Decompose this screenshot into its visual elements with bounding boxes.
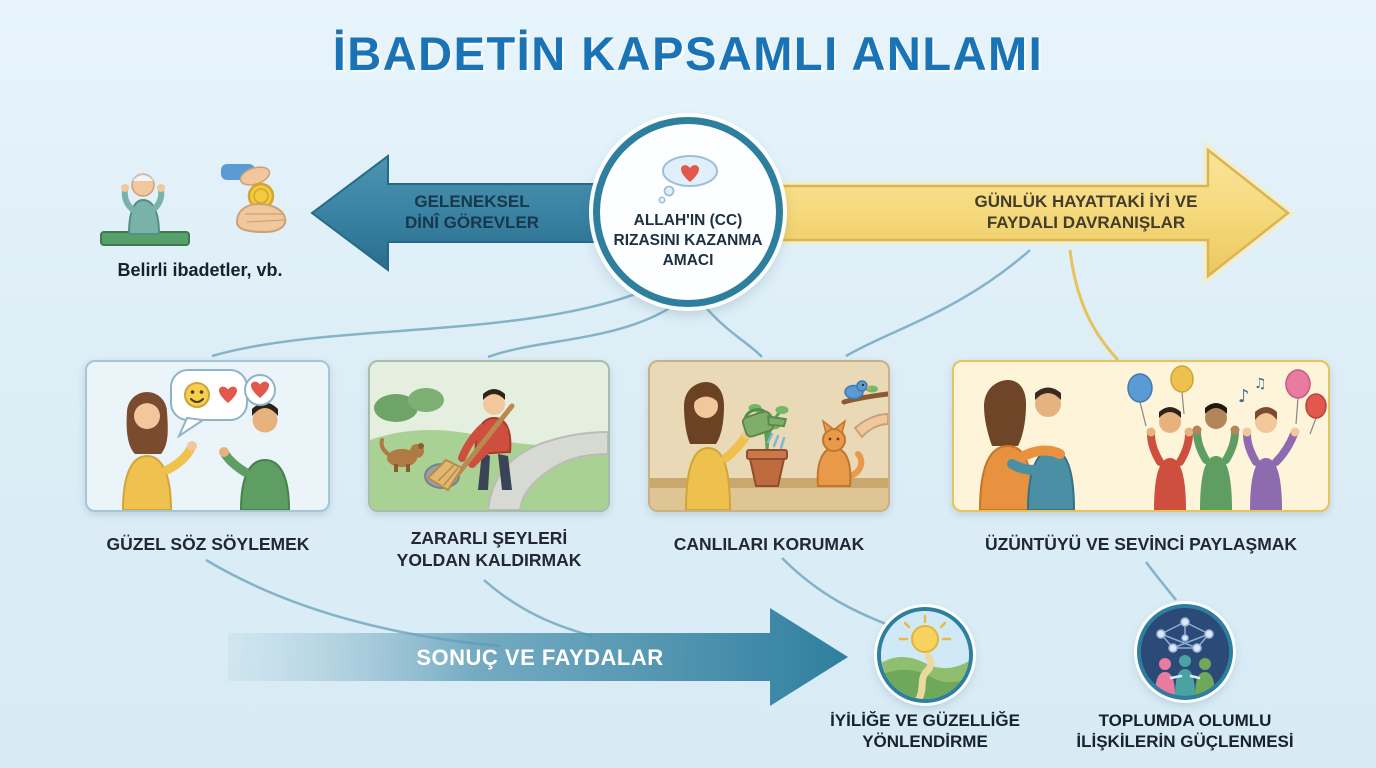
page-title: İBADETİN KAPSAMLI ANLAMI — [332, 27, 1044, 80]
caring-for-living-things-illustration — [650, 380, 888, 510]
card-clearing-path — [368, 360, 610, 512]
card-caption-share-feelings: ÜZÜNTÜYÜ VE SEVİNCİ PAYLAŞMAK — [984, 534, 1298, 554]
hugging-pair-icon — [978, 380, 1076, 510]
dog-icon — [379, 438, 424, 472]
water-drops-icon — [766, 432, 786, 450]
celebrating-group-icon — [1146, 403, 1300, 510]
card-share-sorrow-joy: ♪ ♫ — [952, 360, 1330, 512]
card-kind-words — [85, 360, 330, 512]
right-branch-arrow — [774, 147, 1291, 279]
petting-hand-icon — [853, 412, 888, 439]
heart-thought-bubble-icon — [658, 154, 718, 204]
heart-bubble-icon — [244, 374, 276, 406]
card-protect-living-things — [648, 360, 890, 512]
praying-person-icon — [100, 173, 190, 246]
outcome-community-circle — [1137, 604, 1233, 700]
outcome-community-caption: TOPLUMDA OLUMLU İLİŞKİLERİN GÜÇLENMESİ — [1076, 711, 1294, 752]
results-arrow-label: SONUÇ VE FAYDALAR — [416, 645, 664, 670]
card-caption-kind-words: GÜZEL SÖZ SÖYLEMEK — [106, 534, 310, 554]
outcome-goodness-caption: İYİLİĞE VE GÜZELLİĞE YÖNLENDİRME — [830, 711, 1020, 752]
broom-icon — [426, 403, 515, 492]
connector-lines — [205, 249, 1177, 648]
left-branch-label: GELENEKSEL DİNÎ GÖREVLER — [404, 191, 540, 232]
connector-line-gold — [1068, 249, 1120, 362]
hub-label: ALLAH'IN (CC) RIZASINI KAZANMA AMACI — [613, 211, 763, 270]
bird-on-branch-icon — [841, 380, 888, 405]
svg-text:♫: ♫ — [1254, 376, 1267, 392]
hug-and-celebration-illustration: ♪ ♫ — [978, 365, 1327, 510]
watering-can-icon — [741, 408, 788, 438]
sweeping-person-icon — [458, 389, 512, 490]
results-arrow — [228, 608, 848, 706]
people-talking-illustration — [121, 369, 291, 510]
people-network-icon — [1141, 608, 1229, 696]
traditional-worship-illustration — [95, 156, 315, 252]
card-caption-clearing-path: ZARARLI ŞEYLERİ YOLDAN KALDIRMAK — [396, 528, 582, 570]
svg-text:♪: ♪ — [1238, 386, 1250, 407]
cat-icon — [816, 419, 865, 487]
music-notes-icon: ♪ ♫ — [1238, 376, 1267, 407]
sun-over-path-icon — [881, 611, 969, 699]
watering-person-icon — [684, 382, 752, 510]
right-branch-label: GÜNLÜK HAYATTAKİ İYİ VE FAYDALI DAVRANIŞ… — [974, 191, 1198, 232]
balloons-icon — [1127, 365, 1327, 435]
sweeping-path-illustration — [370, 362, 608, 510]
charity-hand-coin-icon — [221, 164, 287, 234]
central-purpose-hub: ALLAH'IN (CC) RIZASINI KAZANMA AMACI — [593, 117, 783, 307]
speech-bubble-smiley-icon — [170, 369, 248, 439]
left-example-caption: Belirli ibadetler, vb. — [117, 260, 283, 280]
card-caption-protect-living: CANLILARI KORUMAK — [673, 534, 865, 554]
outcome-goodness-circle — [877, 607, 973, 703]
